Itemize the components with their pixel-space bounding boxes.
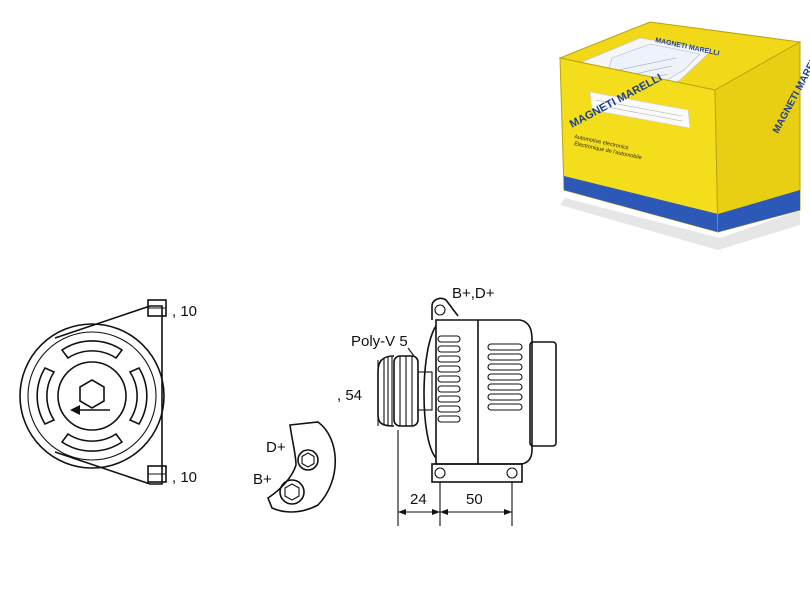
pulley-diameter-label: , 54 [337,387,362,404]
dimension-right-label: 50 [466,491,483,508]
housing-body [435,319,533,465]
cooling-slot-top [60,340,124,360]
product-box: MAGNETI MARELLI Automotive electronics É… [558,21,810,250]
bolt-top-label: , 10 [172,303,197,320]
housing-outer-circle [19,323,165,469]
box-shadow [560,198,800,250]
rear-fins [487,343,523,411]
hub-circle [57,361,127,431]
box-front-stripe [564,176,718,232]
bottom-mount-foot [431,463,523,483]
b-plus-nut-icon [284,483,300,501]
mounting-bracket-outline [54,305,163,485]
alternator-front-view: , 10 , 10 [19,299,197,486]
terminal-plate-outline [267,421,336,513]
dimension-left-label: 24 [410,491,427,508]
cooling-slot-right [128,366,148,426]
cooling-slot-bottom [60,432,124,452]
front-cone [423,325,437,459]
box-front-sticker [589,91,691,129]
hub-nut-icon [79,379,105,409]
terminals-label: B+,D+ [452,285,495,302]
front-fins [437,335,461,423]
b-plus-label: B+ [253,471,272,488]
d-plus-terminal [297,449,319,471]
bolt-bottom-label: , 10 [172,469,197,486]
b-plus-terminal [279,479,305,505]
alternator-side-view: B+,D+ Poly-V 5 , 54 24 50 [337,285,557,526]
dimensions: 24 50 [397,430,513,526]
rear-cap [529,341,557,447]
cooling-slot-left [36,366,56,426]
top-mount-ear [431,297,459,320]
poly-v-pulley [377,355,433,427]
d-plus-label: D+ [266,439,286,456]
pulley-label: Poly-V 5 [351,333,408,350]
box-side-stripe [718,190,800,232]
d-plus-nut-icon [301,452,315,468]
housing-inner-circle [27,331,157,461]
terminal-plate: D+ B+ [253,421,336,513]
